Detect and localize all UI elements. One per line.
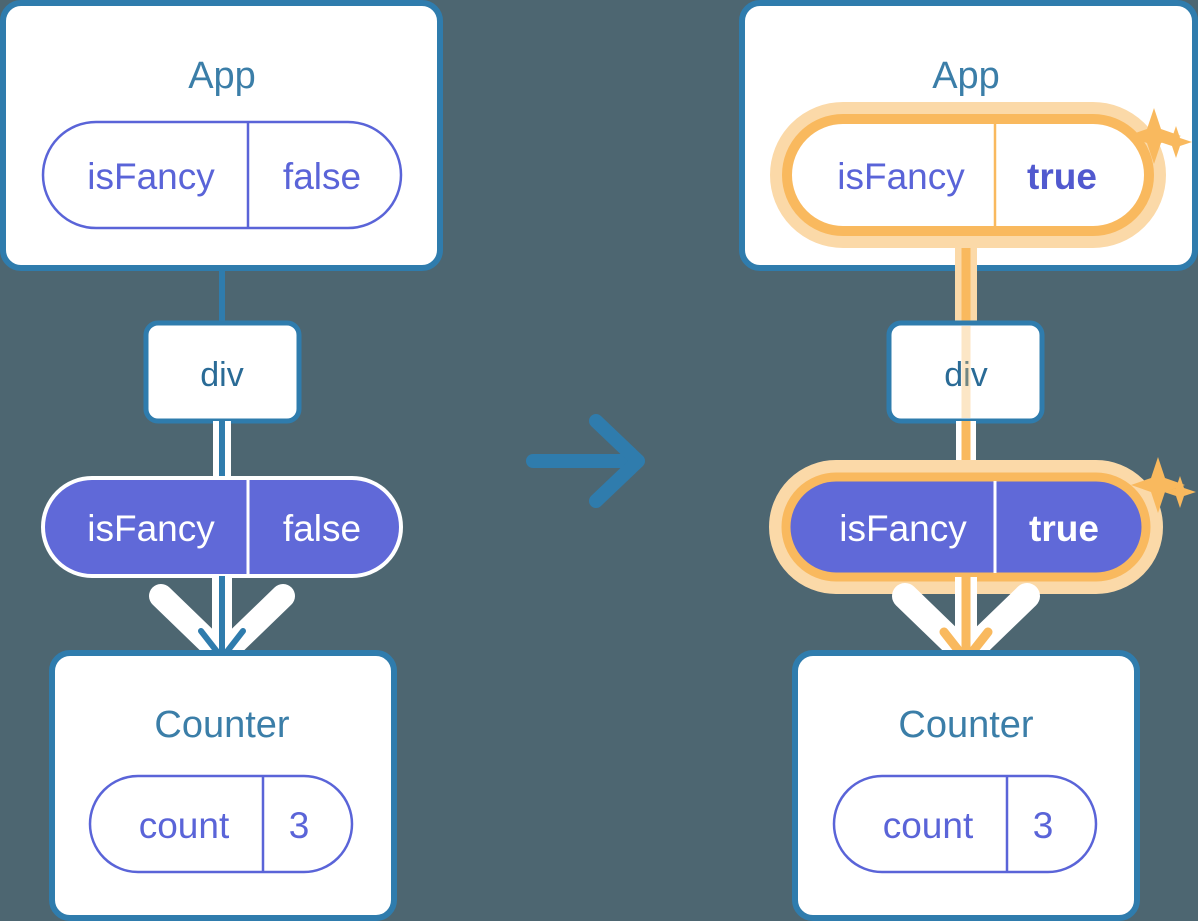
counter-title-before: Counter bbox=[154, 704, 290, 746]
sparkle-large-app-icon bbox=[1127, 108, 1181, 164]
sparkle-small-app-icon bbox=[1160, 126, 1192, 158]
app-state-pill-value-after: true bbox=[1027, 156, 1097, 197]
counter-state-pill-key-after: count bbox=[883, 805, 974, 846]
app-state-pill-ring-after bbox=[782, 114, 1154, 236]
props-pill-key-before: isFancy bbox=[87, 508, 215, 549]
props-pill-value-before: false bbox=[283, 508, 361, 549]
div-label-after: div bbox=[944, 356, 987, 394]
app-state-pill-before bbox=[41, 120, 403, 230]
counter-state-pill-key-before: count bbox=[139, 805, 230, 846]
counter-state-pill-after bbox=[832, 774, 1098, 874]
counter-title-after: Counter bbox=[898, 704, 1034, 746]
sparkle-small-props-icon bbox=[1164, 476, 1196, 508]
panel-after: App isFancy true div bbox=[739, 0, 1198, 921]
props-pill-value-after: true bbox=[1029, 508, 1099, 549]
app-state-pill-glow-after bbox=[770, 102, 1166, 248]
counter-state-pill-before bbox=[88, 774, 354, 874]
div-label-before: div bbox=[200, 356, 243, 394]
app-state-pill-key-after: isFancy bbox=[837, 156, 965, 197]
props-pill-key-after: isFancy bbox=[839, 508, 967, 549]
app-state-pill-value-before: false bbox=[283, 156, 361, 197]
app-state-pill-key-before: isFancy bbox=[87, 156, 215, 197]
counter-state-pill-value-after: 3 bbox=[1033, 805, 1054, 846]
app-title-before: App bbox=[188, 55, 256, 97]
panel-before: App isFancy false div isFancy false bbox=[0, 0, 443, 921]
counter-state-pill-value-before: 3 bbox=[289, 805, 310, 846]
transition-arrow-right-icon bbox=[526, 414, 645, 508]
app-title-after: App bbox=[932, 55, 1000, 97]
sparkle-large-props-icon bbox=[1131, 457, 1185, 513]
